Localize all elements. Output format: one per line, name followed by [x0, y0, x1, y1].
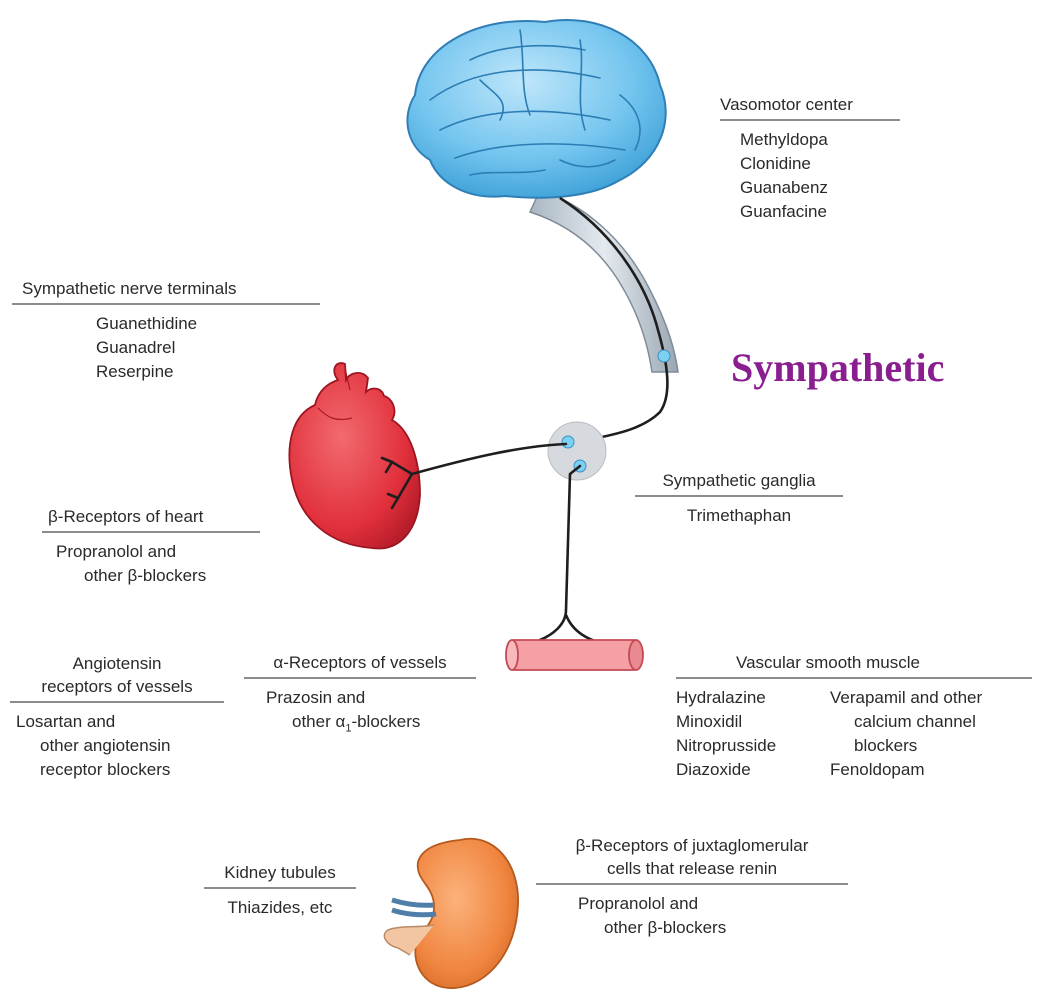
alpha-drug-suffix: -blockers [351, 712, 420, 731]
alpha-drugs: Prazosin and other α1-blockers [244, 686, 476, 740]
drug-item: Guanabenz [740, 176, 900, 200]
angiotensin-block: Angiotensin receptors of vessels Losarta… [10, 652, 224, 782]
drug-item: Propranolol and [42, 540, 260, 564]
drug-item: Trimethaphan [635, 504, 843, 528]
alpha-drug-prefix: other α [292, 712, 345, 731]
brain-image [407, 20, 665, 198]
vascular-col1: Hydralazine Minoxidil Nitroprusside Diaz… [676, 686, 830, 782]
ganglia-heading: Sympathetic ganglia [635, 470, 843, 497]
ganglion-node [548, 422, 606, 480]
angiotensin-heading-line2: receptors of vessels [10, 676, 224, 703]
drug-item: Minoxidil [676, 710, 830, 734]
ganglia-block: Sympathetic ganglia Trimethaphan [635, 470, 843, 528]
drug-item: other angiotensin [10, 734, 224, 758]
cord-synapse [658, 350, 670, 362]
drug-item: Nitroprusside [676, 734, 830, 758]
kidney-image [384, 839, 518, 988]
vasomotor-drugs: Methyldopa Clonidine Guanabenz Guanfacin… [720, 128, 900, 224]
vascular-block: Vascular smooth muscle Hydralazine Minox… [676, 652, 1032, 782]
drug-item: Verapamil and other [830, 686, 982, 710]
nerve-terminals-heading: Sympathetic nerve terminals [12, 278, 320, 305]
vessel-nerve [540, 466, 598, 642]
kidney-tubules-drugs: Thiazides, etc [204, 896, 356, 920]
drug-item: other β-blockers [536, 916, 848, 940]
alpha-block: α-Receptors of vessels Prazosin and othe… [244, 652, 476, 740]
drug-item: Methyldopa [740, 128, 900, 152]
juxtaglomerular-heading-line1: β-Receptors of juxtaglomerular [536, 834, 848, 858]
drug-item: Prazosin and [244, 686, 476, 710]
vessel-image [506, 640, 643, 670]
drug-item: Fenoldopam [830, 758, 982, 782]
beta-heart-drugs: Propranolol and other β-blockers [42, 540, 260, 588]
page-title: Sympathetic [731, 344, 944, 391]
ganglia-drugs: Trimethaphan [635, 504, 843, 528]
drug-item: other α1-blockers [244, 710, 476, 740]
drug-item: other β-blockers [42, 564, 260, 588]
drug-item: Guanadrel [96, 336, 320, 360]
vascular-col2: Verapamil and other calcium channel bloc… [830, 686, 982, 782]
vascular-drugs: Hydralazine Minoxidil Nitroprusside Diaz… [676, 686, 1032, 782]
drug-item: Diazoxide [676, 758, 830, 782]
spinal-cord [530, 190, 678, 372]
drug-item: Thiazides, etc [204, 896, 356, 920]
juxtaglomerular-drugs: Propranolol and other β-blockers [536, 892, 848, 940]
heart-image [289, 363, 420, 548]
beta-heart-block: β-Receptors of heart Propranolol and oth… [42, 506, 260, 588]
vascular-heading: Vascular smooth muscle [676, 652, 1032, 679]
vasomotor-heading: Vasomotor center [720, 94, 900, 121]
beta-heart-heading: β-Receptors of heart [42, 506, 260, 533]
drug-item: Hydralazine [676, 686, 830, 710]
drug-item: Reserpine [96, 360, 320, 384]
angiotensin-heading-line1: Angiotensin [10, 652, 224, 676]
drug-item: receptor blockers [10, 758, 224, 782]
nerve-terminals-drugs: Guanethidine Guanadrel Reserpine [12, 312, 320, 384]
drug-item: Guanethidine [96, 312, 320, 336]
drug-item: Clonidine [740, 152, 900, 176]
drug-item: calcium channel [830, 710, 982, 734]
alpha-heading: α-Receptors of vessels [244, 652, 476, 679]
vasomotor-block: Vasomotor center Methyldopa Clonidine Gu… [720, 94, 900, 224]
drug-item: blockers [830, 734, 982, 758]
juxtaglomerular-block: β-Receptors of juxtaglomerular cells tha… [536, 834, 848, 940]
kidney-tubules-block: Kidney tubules Thiazides, etc [204, 862, 356, 920]
nerve-terminals-block: Sympathetic nerve terminals Guanethidine… [12, 278, 320, 384]
drug-item: Losartan and [10, 710, 224, 734]
kidney-tubules-heading: Kidney tubules [204, 862, 356, 889]
angiotensin-drugs: Losartan and other angiotensin receptor … [10, 710, 224, 782]
drug-item: Propranolol and [536, 892, 848, 916]
drug-item: Guanfacine [740, 200, 900, 224]
juxtaglomerular-heading-line2: cells that release renin [536, 858, 848, 885]
